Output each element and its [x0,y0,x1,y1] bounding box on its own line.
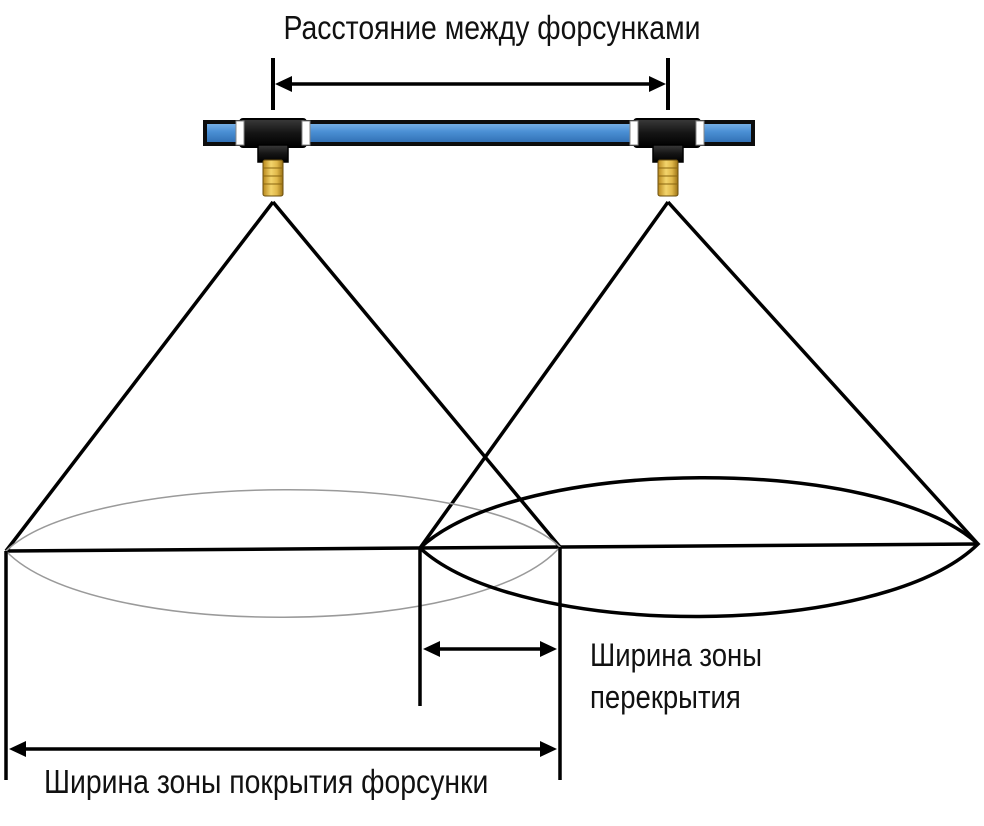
coverage-width-label: Ширина зоны покрытия форсунки [44,763,489,800]
right-nozzle-assembly [629,118,705,197]
overlap-width-label-line1: Ширина зоны [590,637,763,673]
left-coverage-ellipse [4,489,562,618]
nozzle-spacing-dimension [271,58,670,110]
left-spray-cone [4,200,562,553]
nozzle-spacing-label: Расстояние между форсунками [283,9,701,46]
right-coverage-ellipse [417,476,981,619]
water-pipe [203,120,755,146]
ground-line [5,542,979,553]
left-nozzle-assembly [235,118,311,197]
coverage-width-arrow [9,741,557,757]
dimension-guides [4,547,562,780]
overlap-width-arrow [423,641,557,657]
overlap-width-label: Ширина зоны перекрытия [590,634,762,718]
right-spray-cone [418,200,980,550]
overlap-width-label-line2: перекрытия [590,679,741,715]
